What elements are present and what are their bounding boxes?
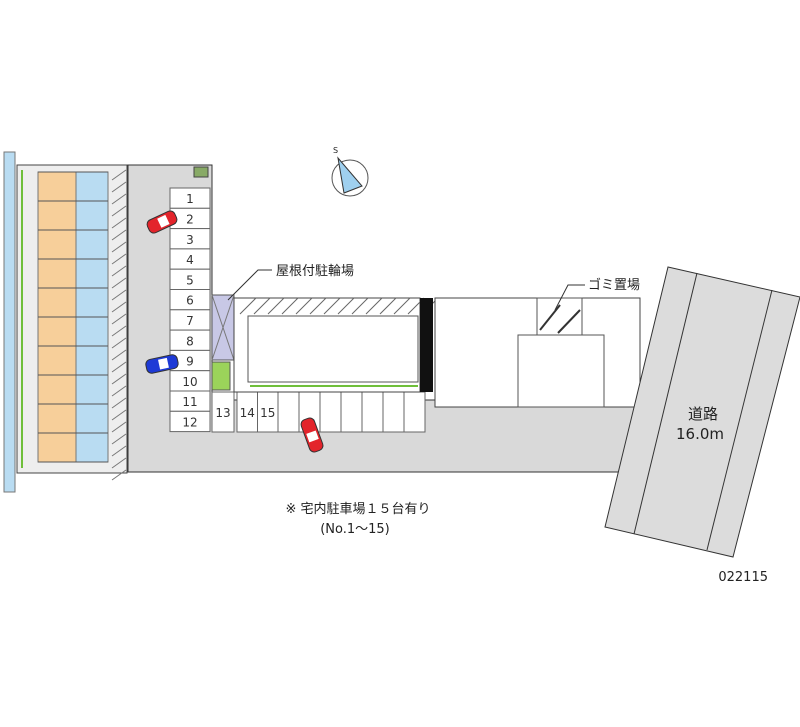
parking-slot-unnumbered	[319, 391, 342, 433]
bicycle-parking-label: 屋根付駐輪場	[276, 263, 354, 279]
parking-slot-4: 4	[169, 248, 211, 270]
parking-slot-8: 8	[169, 329, 211, 351]
parking-slot-unnumbered	[340, 391, 363, 433]
slot-number: 8	[186, 334, 194, 348]
map-id: 022115	[718, 570, 768, 585]
slot-number: 11	[182, 395, 197, 409]
water-channel	[3, 151, 16, 493]
slot-number: 10	[182, 375, 197, 389]
slot-number: 1	[186, 192, 194, 206]
main-building	[233, 297, 453, 393]
slot-number: 14	[240, 406, 255, 420]
slot-number: 12	[182, 415, 197, 429]
garbage-label: ゴミ置場	[588, 277, 640, 293]
slot-number: 2	[186, 212, 194, 226]
slot-number: 4	[186, 253, 194, 267]
slot-number: 15	[260, 406, 275, 420]
parking-slot-5: 5	[169, 268, 211, 291]
parking-note-range: (No.1～15)	[320, 522, 390, 537]
parking-slot-6: 6	[169, 289, 211, 311]
compass-letter: S	[333, 146, 338, 155]
parking-slot-1: 1	[169, 187, 211, 209]
slot-number: 13	[215, 406, 230, 420]
parking-slot-13: 13	[211, 391, 235, 433]
slot-number: 7	[186, 314, 194, 328]
road-width: 16.0m	[676, 425, 724, 443]
green-space	[211, 361, 231, 391]
car-red-icon	[300, 417, 324, 453]
neighbor-building	[517, 334, 605, 408]
parking-slot-unnumbered	[403, 391, 426, 433]
garbage-area	[536, 297, 583, 336]
parking-slot-15: 15	[257, 391, 279, 433]
left-apartment-building	[16, 164, 128, 481]
compass-icon	[331, 156, 369, 197]
parking-slot-14: 14	[236, 391, 258, 433]
meter-box	[193, 166, 209, 178]
road-label: 道路	[688, 405, 718, 423]
road	[604, 266, 800, 558]
parking-slot-unnumbered	[361, 391, 384, 433]
parking-slot-11: 11	[169, 390, 211, 412]
slot-number: 3	[186, 233, 194, 247]
car-blue-icon	[145, 354, 179, 374]
parking-slot-3: 3	[169, 228, 211, 250]
parking-slot-unnumbered	[382, 391, 405, 433]
parking-slot-unnumbered	[277, 391, 300, 433]
slot-number: 9	[186, 355, 194, 369]
parking-slot-12: 12	[169, 410, 211, 433]
car-red-icon	[146, 210, 178, 234]
slot-number: 5	[186, 273, 194, 287]
parking-slot-7: 7	[169, 309, 211, 331]
slot-number: 6	[186, 294, 194, 308]
parking-note: ※ 宅内駐車場１５台有り	[285, 501, 430, 517]
parking-slot-10: 10	[169, 370, 211, 392]
